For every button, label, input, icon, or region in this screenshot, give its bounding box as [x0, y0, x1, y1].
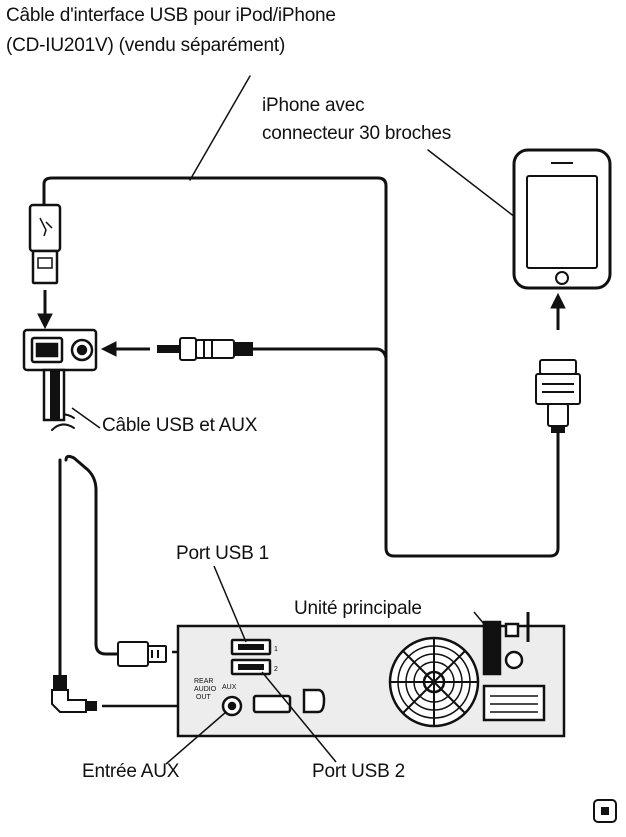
- leader-cable-title: [189, 75, 251, 181]
- leader-iphone: [427, 149, 525, 225]
- cable-aux-mini: [248, 347, 388, 360]
- mini-plug: [157, 337, 253, 361]
- usb-plug-to-unit: [117, 641, 167, 667]
- panel-port2-num: 2: [274, 666, 278, 673]
- arrow-up-iphone: [550, 292, 566, 330]
- main-unit-label: Unité principale: [294, 598, 422, 619]
- leader-port-usb2: [261, 671, 337, 763]
- port-usb2-label: Port USB 2: [312, 761, 406, 782]
- iphone-label-line1: iPhone avec: [262, 95, 365, 116]
- port-usb1-label: Port USB 1: [176, 543, 270, 564]
- leader-port-usb1: [213, 565, 247, 643]
- aux-input-label: Entrée AUX: [82, 761, 180, 782]
- iphone-label-line2: connecteur 30 broches: [262, 123, 452, 144]
- arrow-down-usb: [37, 290, 53, 330]
- aux-l-plug: [51, 675, 97, 713]
- break-mark-2: [51, 423, 75, 431]
- cable-title-line1: Câble d'interface USB pour iPod/iPhone: [6, 5, 336, 26]
- panel-port1-num: 1: [274, 646, 278, 653]
- usb-aux-adapter: [22, 328, 98, 422]
- panel-aux-text: AUX: [222, 684, 237, 691]
- cable-usb-aux-lower: [64, 454, 120, 656]
- leader-usb-aux-cable: [71, 407, 101, 429]
- panel-audio-text: AUDIO: [194, 686, 217, 693]
- end-of-section-icon: [593, 799, 617, 823]
- arrow-left-aux: [100, 341, 150, 357]
- dock-connector: [535, 359, 581, 433]
- iphone-device: [512, 148, 612, 290]
- usb-plug-top: [28, 203, 62, 285]
- usb-aux-cable-label: Câble USB et AUX: [102, 415, 258, 436]
- main-unit: [176, 612, 566, 738]
- panel-rear-text: REAR: [194, 678, 213, 685]
- cable-title-line2: (CD-IU201V) (vendu séparément): [6, 35, 286, 56]
- panel-out-text: OUT: [196, 694, 212, 701]
- leader-aux-input: [165, 711, 227, 765]
- leader-main-unit: [473, 611, 485, 625]
- cable-usb-to-dock: [42, 176, 560, 558]
